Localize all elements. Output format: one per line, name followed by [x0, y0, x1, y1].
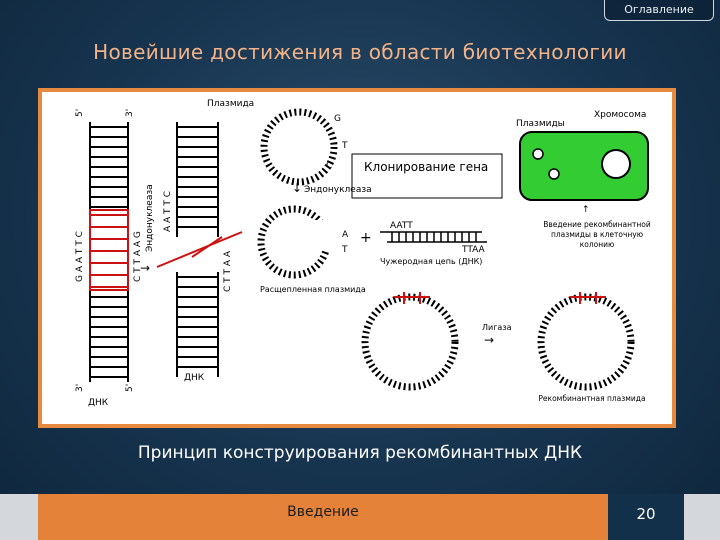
foreign-dna	[380, 231, 487, 243]
svg-text:A: A	[342, 230, 349, 240]
plasmid-small-1	[532, 148, 544, 160]
slide-title: Новейшие достижения в области биотехноло…	[93, 40, 627, 64]
recombinant-plasmid-2	[537, 293, 635, 391]
introduce-label: Введение рекомбинантной плазмиды в клето…	[543, 220, 651, 249]
page-number: 20	[608, 494, 684, 540]
recombinant-plasmid-1	[361, 293, 459, 391]
cut-plasmid-label: Расщепленная плазмида	[260, 285, 366, 294]
endonuclease-label: Эндонуклеаза	[304, 185, 372, 195]
dna-ladder-cut	[176, 122, 219, 377]
plasmid-label: Плазмида	[207, 99, 254, 109]
svg-text:↑: ↑	[582, 205, 590, 215]
strand-3-top: 3'	[125, 109, 135, 117]
ligase-label: Лигаза	[482, 323, 512, 332]
svg-text:→: →	[484, 333, 494, 347]
cut-seq-b: C T T A A	[223, 250, 233, 292]
strand-5-bottom: 5'	[125, 384, 135, 392]
footer-section-label: Введение	[287, 504, 359, 520]
foreign-chain-label: Чужеродная цепь (ДНК)	[380, 257, 482, 266]
endonuclease-side-label: Эндонуклеаза	[145, 184, 155, 252]
figure-caption: Принцип конструирования рекомбинантных Д…	[137, 443, 583, 463]
dna-label-bottom: ДНК	[88, 398, 109, 408]
plasmid-intact	[260, 108, 338, 186]
left-seq-a: G A A T T C	[75, 231, 85, 282]
svg-text:AATT: AATT	[390, 221, 413, 231]
arrow-left-helix: →	[140, 261, 150, 275]
svg-text:T: T	[341, 245, 348, 255]
plasmid-small-2	[548, 168, 560, 180]
cut-line	[156, 231, 243, 268]
footer-section-button[interactable]	[38, 494, 608, 540]
svg-text:TTAA: TTAA	[461, 245, 486, 255]
gene-cloning-label: Клонирование гена	[364, 160, 488, 174]
footer-right-pad	[684, 494, 720, 540]
chromosome	[601, 149, 631, 179]
recombinant-dna-diagram: → G A A T T C C T T A A G A A T T C C T …	[42, 92, 672, 424]
toc-button[interactable]: Оглавление	[604, 0, 714, 21]
left-seq-b: C T T A A G	[133, 231, 143, 282]
svg-text:G: G	[334, 114, 341, 124]
plasmids-label: Плазмиды	[516, 119, 565, 129]
svg-text:+: +	[360, 230, 372, 246]
chromosome-label: Хромосома	[594, 110, 646, 120]
strand-5-top: 5'	[75, 109, 85, 117]
strand-3-bottom: 3'	[75, 384, 85, 392]
dna-label-middle: ДНК	[184, 373, 205, 383]
footer-left-pad	[0, 494, 38, 540]
gene-cloning-box	[351, 153, 503, 199]
svg-text:↓: ↓	[292, 181, 302, 195]
svg-text:T: T	[341, 141, 348, 151]
cut-seq-a: A A T T C	[163, 191, 173, 232]
svg-text:C: C	[326, 161, 332, 171]
recombinant-label: Рекомбинантная плазмида	[538, 394, 646, 403]
